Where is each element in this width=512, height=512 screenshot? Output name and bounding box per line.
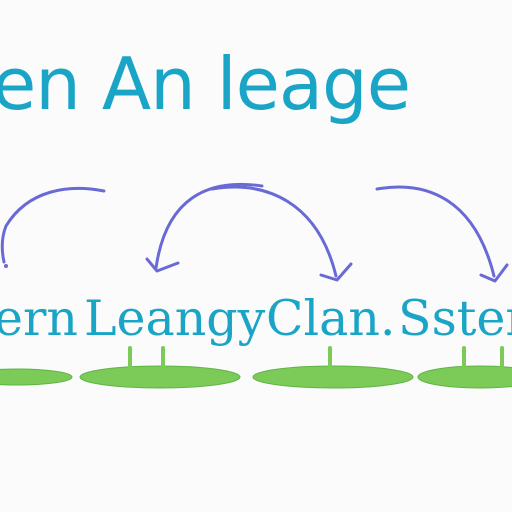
step-label-3: Clan. [266,290,396,347]
diagram-title: en An leage [0,42,411,126]
step-label-2: Leangy [84,290,266,347]
ground-platforms [0,346,512,389]
step-label-1: ern [0,290,78,347]
arrowhead-4 [479,263,509,283]
ground-2 [79,365,241,389]
arrows [0,182,509,283]
arrow-3 [210,185,338,278]
step-label-4: Ssten [398,290,512,347]
arrow-2 [154,182,264,270]
arrowhead-3 [319,262,353,282]
ground-3 [252,365,414,389]
arrow-1-dot [4,264,8,268]
arrowhead-2 [145,257,180,273]
stakes [128,346,504,368]
ground-4 [417,365,512,389]
arrow-1 [0,187,106,264]
arrow-4 [375,185,496,278]
ground-1 [0,368,73,386]
